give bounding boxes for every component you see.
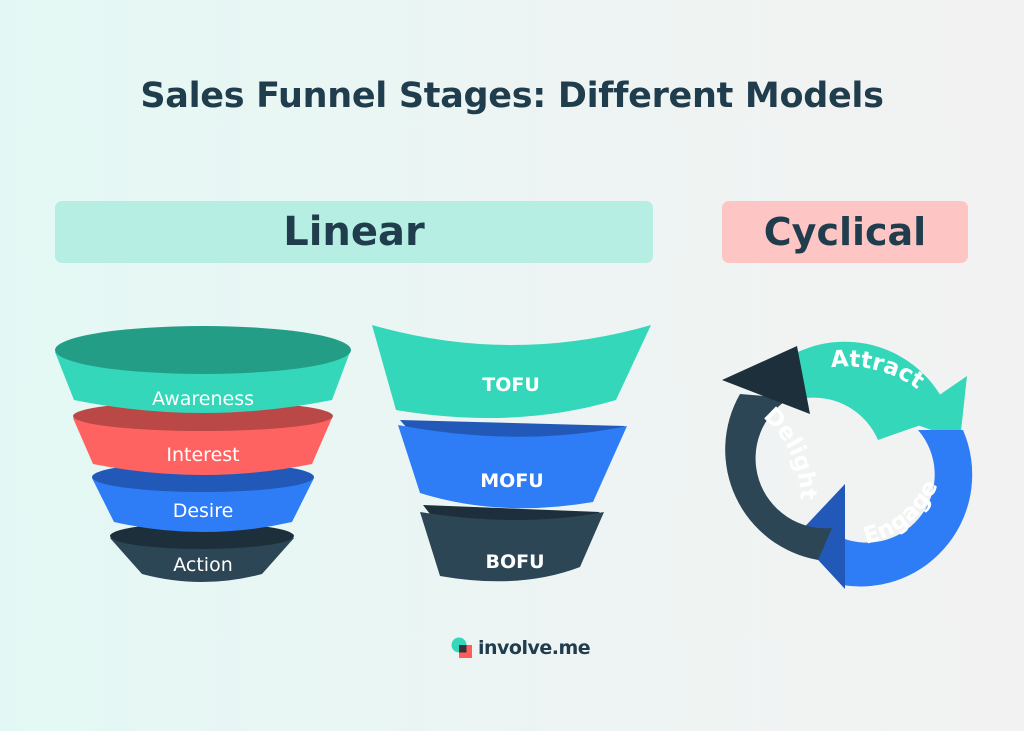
linear-section-header: Linear	[55, 201, 653, 263]
funnel-label-awareness: Awareness	[152, 388, 254, 410]
cyclical-section-header: Cyclical	[722, 201, 968, 263]
funnel-label-interest: Interest	[166, 444, 239, 466]
cycle-segment-engage	[796, 430, 973, 589]
funnel-stage-mofu: MOFU	[398, 425, 627, 509]
funnel-stage-awareness: Awareness	[55, 326, 351, 413]
funnel-stage-tofu: TOFU	[372, 325, 651, 418]
brand-name: involve.me	[478, 637, 591, 659]
funnel-label-action: Action	[173, 554, 233, 576]
linear-section-label: Linear	[283, 209, 425, 255]
funnel-stage-desire: Desire	[92, 462, 314, 532]
cyclical-flywheel: Attract Engage Delight	[722, 341, 973, 589]
linear-funnel: Action Desire Interest Awareness	[55, 326, 351, 582]
funnel-stage-bofu: BOFU	[420, 512, 604, 582]
brand-logo-icon	[451, 637, 472, 658]
funnel-label-desire: Desire	[173, 500, 234, 522]
cyclical-section-label: Cyclical	[763, 210, 927, 254]
funnel-label-mofu: MOFU	[480, 470, 543, 492]
funnel-label-tofu: TOFU	[482, 374, 540, 396]
cycle-segment-delight	[722, 346, 832, 560]
brand-logo: involve.me	[451, 636, 591, 660]
page-title: Sales Funnel Stages: Different Models	[140, 76, 884, 116]
cycle-label-delight: Delight	[759, 403, 821, 501]
spiral-funnel: BOFU MOFU TOFU	[372, 325, 651, 582]
cycle-segment-attract	[798, 341, 967, 440]
funnel-stage-action: Action	[110, 523, 294, 582]
funnel-label-bofu: BOFU	[485, 551, 544, 573]
